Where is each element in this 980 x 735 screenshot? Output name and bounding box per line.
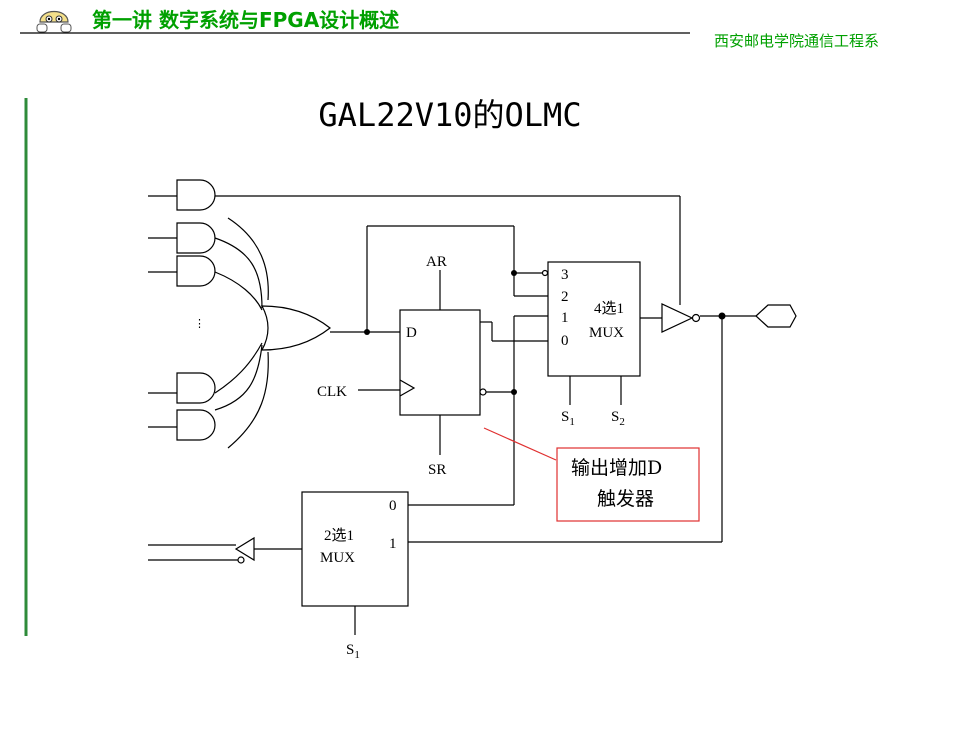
mux4-sel2-label: S (611, 409, 619, 425)
mux4-input-2: 2 (561, 289, 569, 305)
and-gate (176, 372, 216, 404)
io-pin (755, 304, 797, 328)
dff-sr-label: SR (428, 462, 446, 478)
svg-text:S2: S2 (611, 409, 625, 428)
mux4-sel2-sub: 2 (619, 416, 625, 428)
callout-line2: 触发器 (597, 488, 654, 510)
mux-4to1 (547, 261, 641, 377)
mux2-input-0: 0 (389, 498, 397, 514)
svg-text:S1: S1 (346, 642, 360, 661)
mux2-sel-sub: 1 (354, 649, 360, 661)
mux2-input-1: 1 (389, 536, 397, 552)
header-org: 西安邮电学院通信工程系 (714, 32, 880, 50)
callout-line1: 输出增加D (571, 457, 662, 479)
and-gate (176, 409, 216, 441)
and-gate (176, 255, 216, 287)
mux4-sel1-sub: 1 (569, 416, 575, 428)
mux-2to1 (301, 491, 409, 607)
d-flip-flop (399, 309, 481, 416)
dff-clk-label: CLK (317, 384, 347, 400)
tristate-buffer (661, 303, 701, 333)
mux4-label-line2: MUX (589, 325, 624, 341)
callout-leader (483, 427, 557, 461)
and-gate (176, 179, 216, 211)
ellipsis-dots: ⋮ (194, 318, 205, 330)
slide-title: GAL22V10的OLMC (318, 96, 582, 134)
mux2-label-line1: 2选1 (324, 527, 354, 544)
mux4-label-line1: 4选1 (594, 300, 624, 317)
or-gate (260, 305, 331, 351)
cartoon-face-icon (36, 10, 72, 33)
dff-ar-label: AR (426, 254, 447, 270)
header-title: 第一讲 数字系统与FPGA设计概述 (92, 8, 400, 32)
callout-box (556, 447, 700, 522)
mux2-label-line2: MUX (320, 550, 355, 566)
svg-text:S1: S1 (561, 409, 575, 428)
mux4-sel1-label: S (561, 409, 569, 425)
mux4-input-0: 0 (561, 333, 569, 349)
feedback-buffer (234, 536, 255, 564)
and-gate (176, 222, 216, 254)
mux2-sel-label: S (346, 642, 354, 658)
mux4-input-1: 1 (561, 310, 569, 326)
mux4-input-3: 3 (561, 267, 569, 283)
dff-d-label: D (406, 325, 417, 341)
